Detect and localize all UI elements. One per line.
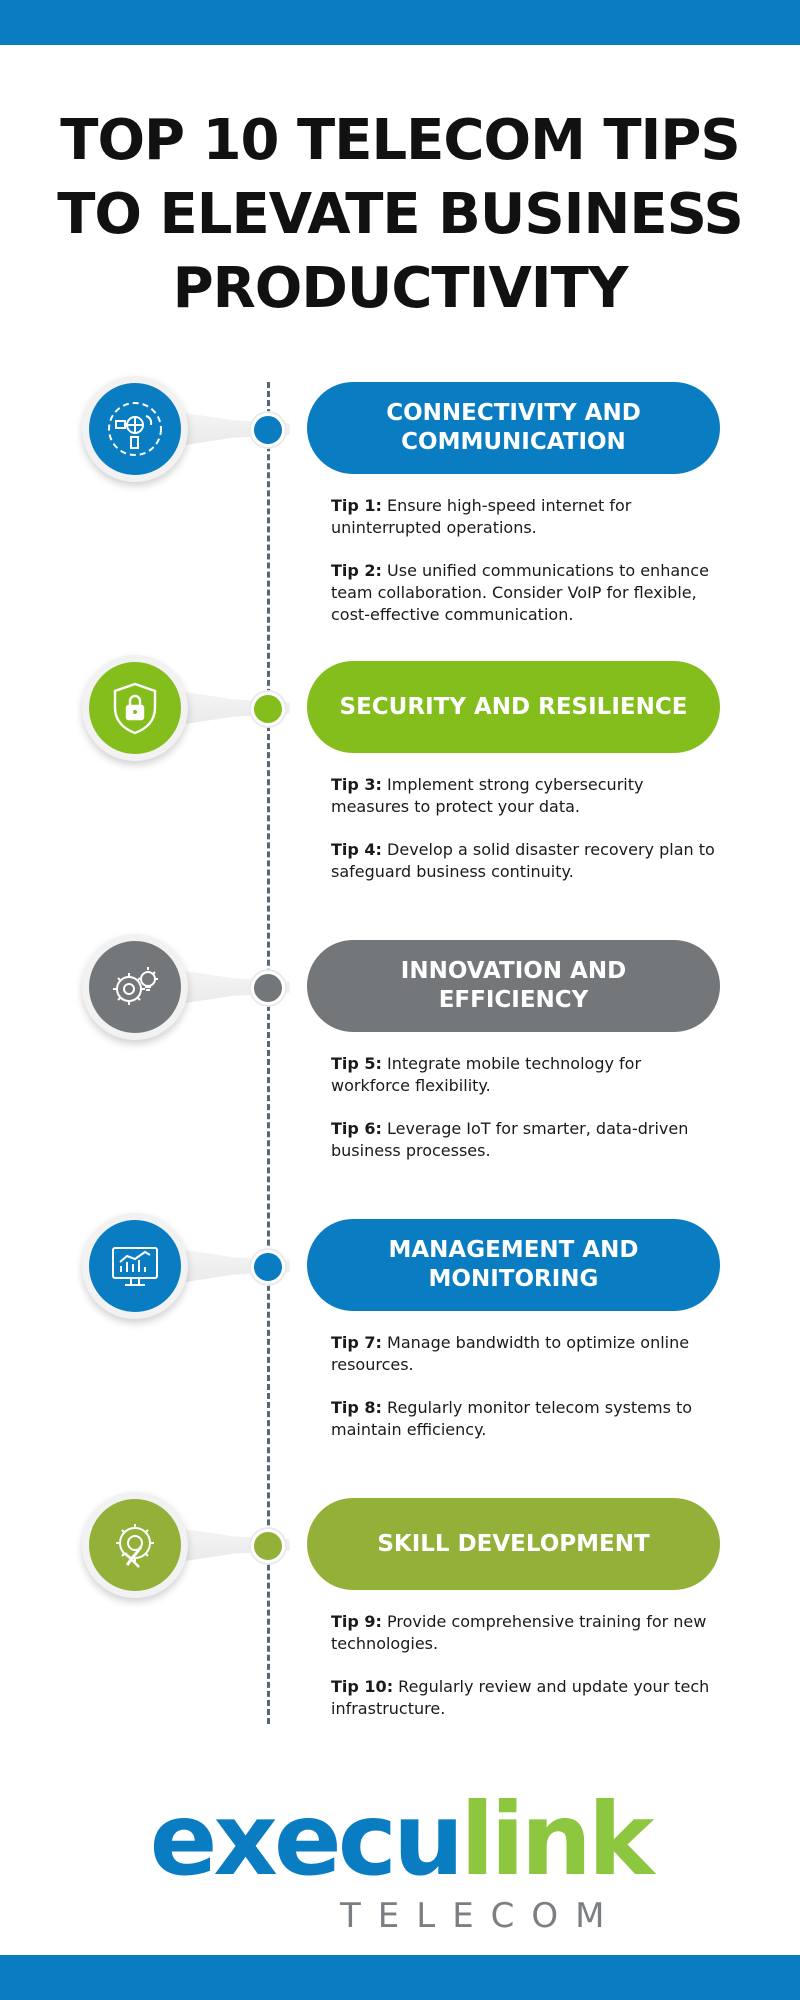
tip-3: Tip 3: Implement strong cybersecurity me… [331, 774, 721, 818]
tip-7: Tip 7: Manage bandwidth to optimize onli… [331, 1332, 721, 1376]
tip-10: Tip 10: Regularly review and update your… [331, 1676, 721, 1720]
section-connectivity: CONNECTIVITY AND COMMUNICATION Tip 1: En… [0, 376, 800, 652]
section-heading: CONNECTIVITY AND COMMUNICATION [307, 382, 720, 474]
timeline-line [267, 382, 270, 1724]
page-title: TOP 10 TELECOM TIPS TO ELEVATE BUSINESS … [57, 108, 744, 321]
tip-9: Tip 9: Provide comprehensive training fo… [331, 1611, 721, 1655]
tip-2: Tip 2: Use unified communications to enh… [331, 560, 721, 626]
tip-5: Tip 5: Integrate mobile technology for w… [331, 1053, 721, 1097]
timeline-dot [251, 1250, 285, 1284]
tip-text: Develop a solid disaster recovery plan t… [331, 840, 715, 881]
tip-label: Tip 4: [331, 840, 382, 859]
tip-label: Tip 6: [331, 1119, 382, 1138]
section-innovation: INNOVATION AND EFFICIENCY Tip 5: Integra… [0, 934, 800, 1210]
tip-label: Tip 7: [331, 1333, 382, 1352]
section-heading: SKILL DEVELOPMENT [307, 1498, 720, 1590]
tip-label: Tip 8: [331, 1398, 382, 1417]
communication-network-icon [89, 383, 181, 475]
timeline-dot [251, 1529, 285, 1563]
tip-text: Regularly monitor telecom systems to mai… [331, 1398, 693, 1439]
section-heading: MANAGEMENT AND MONITORING [307, 1219, 720, 1311]
top-banner [0, 0, 800, 45]
timeline-dot [251, 413, 285, 447]
logo-part-link: link [460, 1781, 654, 1898]
tip-label: Tip 3: [331, 775, 382, 794]
tip-6: Tip 6: Leverage IoT for smarter, data-dr… [331, 1118, 721, 1162]
tip-text: Use unified communications to enhance te… [331, 561, 709, 624]
shield-lock-icon [89, 662, 181, 754]
tip-label: Tip 1: [331, 496, 382, 515]
tip-text: Regularly review and update your tech in… [331, 1677, 710, 1718]
logo-subtitle: TELECOM [340, 1896, 622, 1936]
tip-label: Tip 10: [331, 1677, 394, 1696]
tip-1: Tip 1: Ensure high-speed internet for un… [331, 495, 721, 539]
tip-text: Leverage IoT for smarter, data-driven bu… [331, 1119, 689, 1160]
bottom-banner [0, 1955, 800, 2000]
tip-label: Tip 2: [331, 561, 382, 580]
company-logo: execulink TELECOM [0, 1790, 800, 1937]
section-security: SECURITY AND RESILIENCE Tip 3: Implement… [0, 655, 800, 931]
timeline-dot [251, 971, 285, 1005]
section-heading: INNOVATION AND EFFICIENCY [307, 940, 720, 1032]
tip-text: Manage bandwidth to optimize online reso… [331, 1333, 690, 1374]
monitor-chart-icon [89, 1220, 181, 1312]
tip-text: Implement strong cybersecurity measures … [331, 775, 644, 816]
tip-text: Integrate mobile technology for workforc… [331, 1054, 642, 1095]
tip-text: Ensure high-speed internet for uninterru… [331, 496, 632, 537]
tip-4: Tip 4: Develop a solid disaster recovery… [331, 839, 721, 883]
timeline-dot [251, 692, 285, 726]
gear-lightbulb-icon [89, 941, 181, 1033]
tip-8: Tip 8: Regularly monitor telecom systems… [331, 1397, 721, 1441]
tip-text: Provide comprehensive training for new t… [331, 1612, 707, 1653]
tip-label: Tip 5: [331, 1054, 382, 1073]
gear-tools-icon [89, 1499, 181, 1591]
section-heading: SECURITY AND RESILIENCE [307, 661, 720, 753]
section-management: MANAGEMENT AND MONITORING Tip 7: Manage … [0, 1213, 800, 1489]
logo-wordmark: execulink [0, 1790, 800, 1890]
tip-label: Tip 9: [331, 1612, 382, 1631]
logo-part-execu: execu [149, 1781, 465, 1898]
section-skill: SKILL DEVELOPMENT Tip 9: Provide compreh… [0, 1492, 800, 1768]
